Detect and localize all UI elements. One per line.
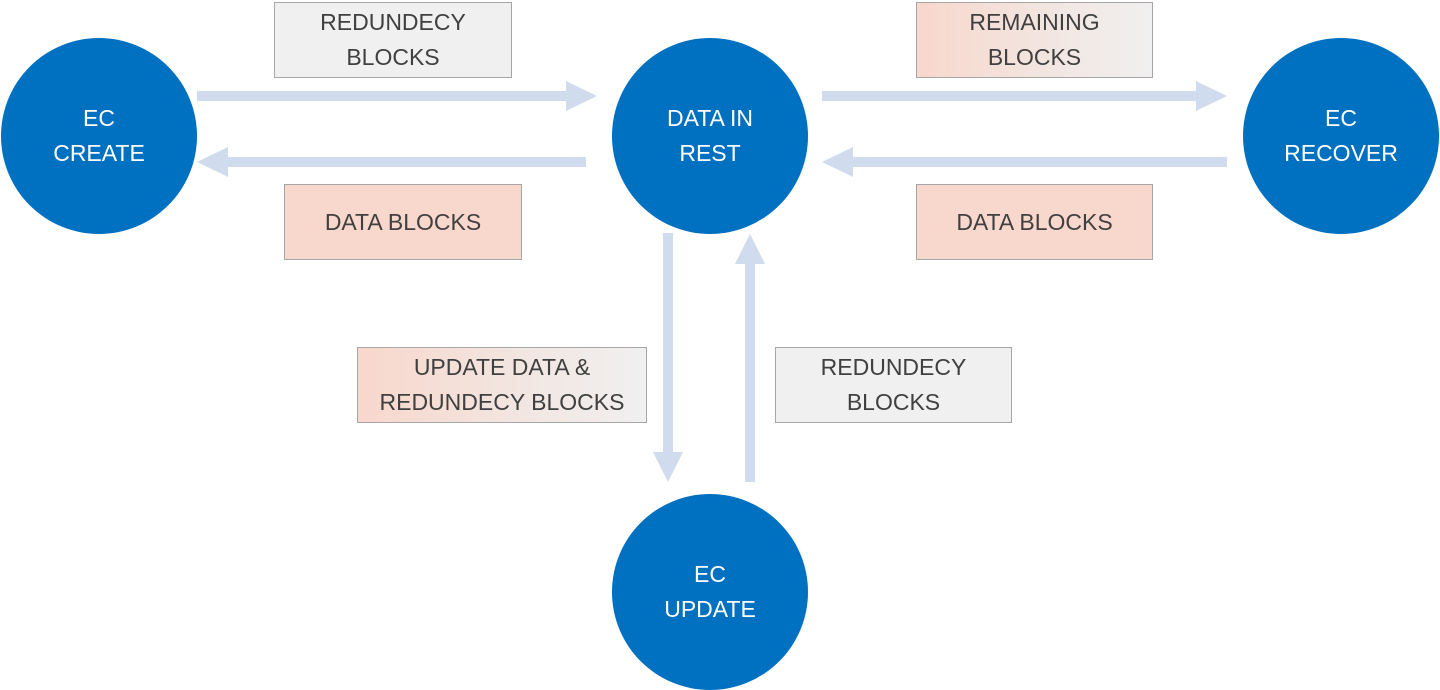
arrow-rest-to-recover — [822, 81, 1227, 111]
node-ec-create: EC CREATE — [1, 38, 197, 234]
label-update-to-rest: REDUNDECY BLOCKS — [775, 347, 1012, 423]
node-ec-update-line1: EC — [694, 561, 726, 587]
arrow-update-to-rest — [735, 234, 765, 482]
label-create-to-rest: REDUNDECY BLOCKS — [274, 2, 512, 78]
label-create-to-rest-line1: REDUNDECY — [320, 9, 466, 35]
label-rest-to-create: DATA BLOCKS — [284, 184, 522, 260]
arrow-rest-to-create — [197, 147, 586, 177]
label-rest-to-update-line1: UPDATE DATA & — [413, 354, 591, 380]
label-update-to-rest-line2: BLOCKS — [846, 389, 941, 415]
node-data-in-rest-line1: DATA IN — [666, 105, 754, 131]
node-ec-create-line2: CREATE — [53, 140, 145, 166]
node-ec-recover: EC RECOVER — [1243, 38, 1439, 234]
label-create-to-rest-line2: BLOCKS — [346, 44, 440, 70]
label-update-to-rest-line1: REDUNDECY — [820, 354, 967, 380]
node-ec-recover-line1: EC — [1325, 105, 1357, 131]
label-recover-to-rest: DATA BLOCKS — [916, 184, 1153, 260]
arrow-rest-to-update — [653, 233, 683, 482]
node-data-in-rest: DATA IN REST — [612, 38, 808, 234]
arrow-recover-to-rest — [822, 147, 1227, 177]
node-data-in-rest-line2: REST — [679, 140, 741, 166]
node-ec-update: EC UPDATE — [612, 494, 808, 690]
label-rest-to-recover-line1: REMAINING — [969, 9, 1100, 35]
node-ec-recover-line2: RECOVER — [1284, 140, 1398, 166]
arrow-create-to-rest — [197, 81, 597, 111]
label-rest-to-create-line1: DATA BLOCKS — [324, 208, 482, 235]
label-rest-to-update: UPDATE DATA & REDUNDECY BLOCKS — [357, 347, 647, 423]
label-rest-to-recover: REMAINING BLOCKS — [916, 2, 1153, 78]
label-recover-to-rest-line1: DATA BLOCKS — [956, 208, 1113, 235]
label-rest-to-update-line2: REDUNDECY BLOCKS — [379, 389, 625, 415]
label-rest-to-recover-line2: BLOCKS — [987, 44, 1082, 70]
node-ec-create-line1: EC — [83, 105, 115, 131]
node-ec-update-line2: UPDATE — [664, 596, 756, 622]
